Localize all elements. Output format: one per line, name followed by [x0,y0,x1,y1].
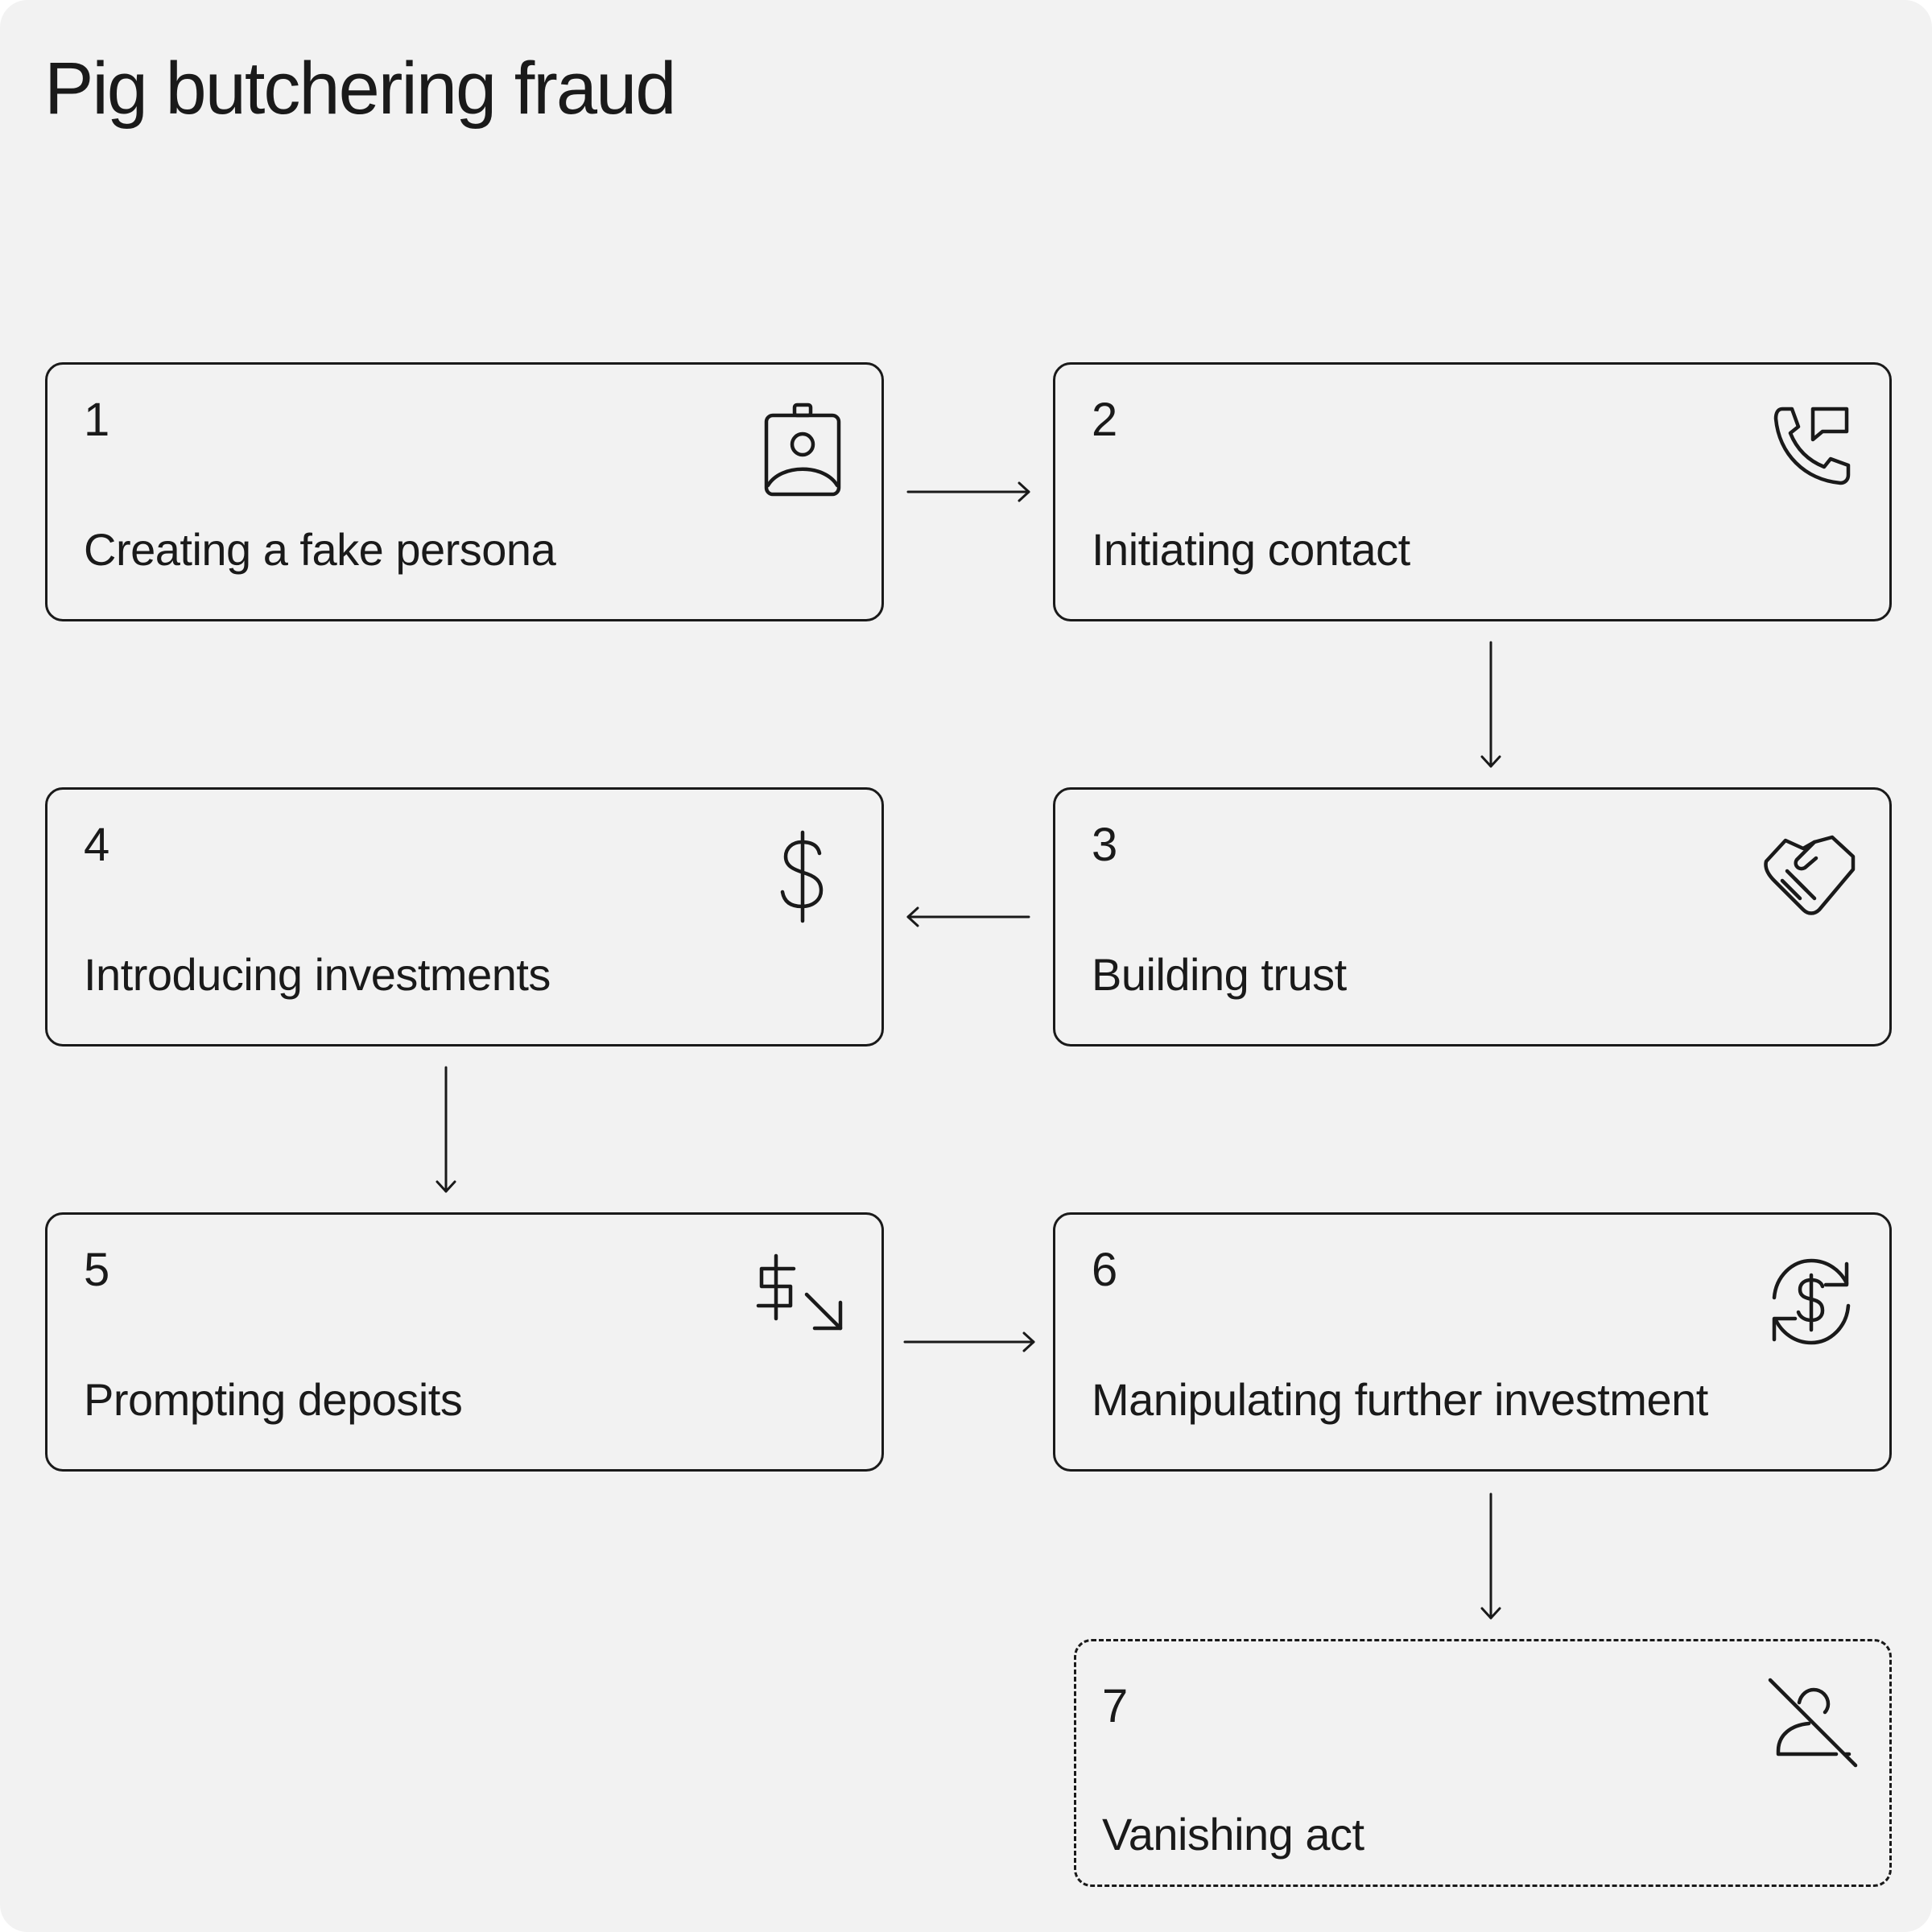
step-4-label: Introducing investments [84,949,551,1000]
step-2-label: Initiating contact [1092,524,1410,575]
step-2-box: 2 Initiating contact [1053,362,1892,621]
step-4-number: 4 [84,819,110,871]
step-3-label: Building trust [1092,949,1347,1000]
step-1-label: Creating a fake persona [84,524,556,575]
dollar-down-arrow-icon [750,1249,855,1354]
step-6-label: Manipulating further investment [1092,1374,1708,1425]
arrow-1-to-2 [906,481,1030,502]
user-off-icon [1759,1672,1864,1777]
step-6-number: 6 [1092,1244,1118,1296]
arrow-3-to-4 [906,906,1030,927]
arrow-5-to-6 [903,1331,1035,1352]
step-7-label: Vanishing act [1102,1809,1364,1860]
step-1-box: 1 Creating a fake persona [45,362,884,621]
step-3-box: 3 Building trust [1053,787,1892,1046]
step-6-box: 6 Manipulating further investment [1053,1212,1892,1472]
step-7-box: 7 Vanishing act [1074,1639,1892,1887]
dollar-icon [750,824,855,929]
arrow-2-to-3 [1480,641,1501,768]
dollar-cycle-icon [1758,1249,1863,1354]
arrow-4-to-5 [436,1066,456,1193]
diagram-title: Pig butchering fraud [44,47,676,130]
step-5-number: 5 [84,1244,110,1296]
step-2-number: 2 [1092,394,1118,446]
arrow-6-to-7 [1480,1492,1501,1620]
id-badge-icon [750,399,855,504]
step-5-label: Prompting deposits [84,1374,463,1425]
step-7-number: 7 [1102,1680,1129,1732]
step-1-number: 1 [84,394,110,446]
phone-message-icon [1758,399,1863,504]
handshake-icon [1758,824,1863,929]
step-3-number: 3 [1092,819,1118,871]
step-5-box: 5 Prompting deposits [45,1212,884,1472]
step-4-box: 4 Introducing investments [45,787,884,1046]
